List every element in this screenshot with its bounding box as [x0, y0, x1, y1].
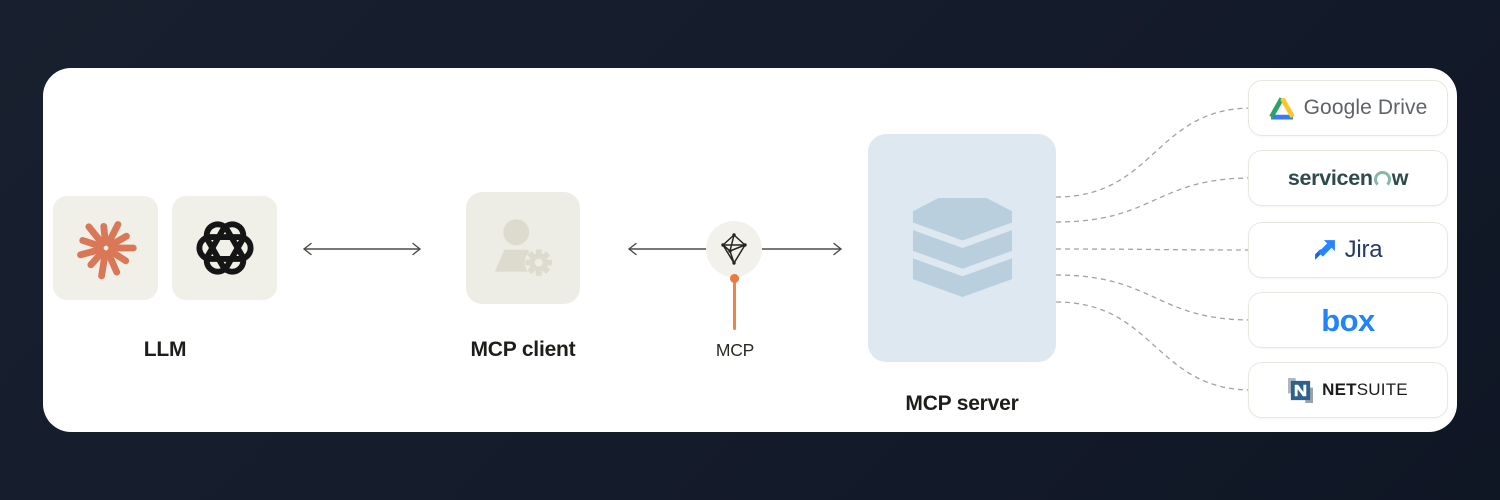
claude-logo-icon — [76, 221, 137, 280]
service-card-google-drive: Google Drive — [1248, 80, 1448, 136]
netsuite-label-bold: NET — [1322, 380, 1357, 399]
mcp-server-box — [868, 134, 1056, 362]
drive-triangle-icon — [1268, 97, 1295, 120]
mcp-server-label: MCP server — [905, 392, 1019, 415]
claude-tile — [53, 196, 158, 300]
netsuite-n-icon — [1288, 377, 1314, 403]
openai-tile — [172, 196, 277, 300]
jira-arrows-icon — [1314, 240, 1335, 260]
mcp-client-label: MCP client — [470, 338, 576, 361]
box-label: box — [1321, 302, 1375, 338]
netsuite-label: NETSUITE — [1322, 380, 1408, 400]
openai-logo-icon — [195, 221, 254, 275]
service-card-box: box — [1248, 292, 1448, 348]
servicenow-label-suffix: w — [1391, 165, 1409, 190]
jira-label: Jira — [1344, 236, 1383, 263]
service-connector-lines — [1055, 107, 1253, 391]
service-card-netsuite: NETSUITE — [1248, 362, 1448, 418]
google-drive-label: Google Drive — [1303, 96, 1428, 119]
servicenow-o-icon — [1373, 171, 1391, 188]
double-arrow-icon — [303, 242, 421, 256]
diagram-card: LLM — [43, 68, 1457, 432]
mcp-node-circle — [706, 221, 762, 277]
mcp-client-tile — [466, 192, 580, 304]
mcp-connector-line — [733, 282, 736, 330]
service-card-servicenow: servicen w — [1248, 150, 1448, 206]
database-stack-icon — [912, 198, 1012, 298]
service-card-jira: Jira — [1248, 222, 1448, 278]
netsuite-label-light: SUITE — [1356, 380, 1408, 399]
servicenow-label: servicen w — [1287, 165, 1409, 191]
mcp-node-icon — [721, 233, 747, 265]
llm-label: LLM — [143, 338, 187, 361]
user-gear-icon — [494, 219, 553, 277]
mcp-label: MCP — [715, 340, 755, 360]
mcp-connector-dot — [730, 274, 739, 283]
servicenow-label-prefix: servicen — [1287, 165, 1373, 190]
